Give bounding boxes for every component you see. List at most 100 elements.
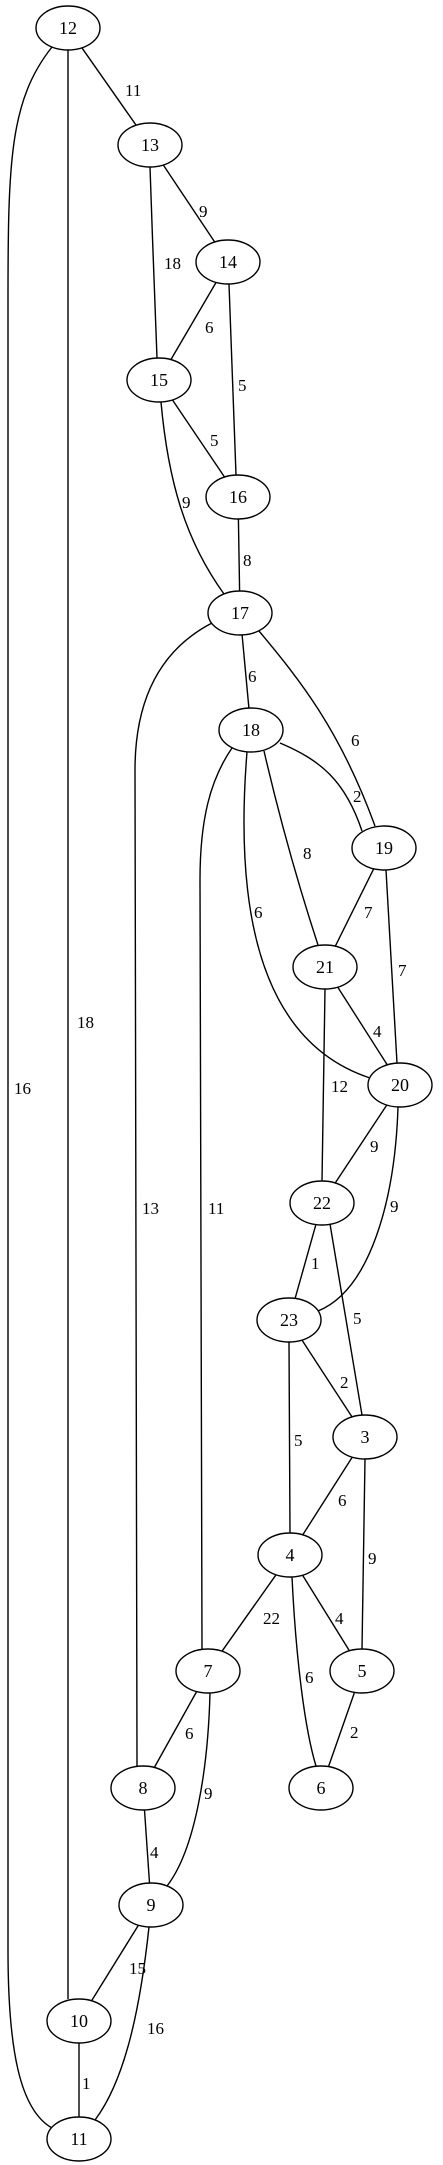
edge-weight-7-9: 9 bbox=[204, 1784, 213, 1803]
edge-19-20 bbox=[385, 869, 398, 1064]
edge-weight-22-3: 5 bbox=[353, 1309, 362, 1328]
node-12-ellipse bbox=[35, 5, 101, 51]
edge-weight-17-19: 6 bbox=[351, 731, 360, 750]
node-6-ellipse bbox=[288, 1765, 354, 1811]
node-16: 16 bbox=[205, 474, 271, 520]
node-15-ellipse bbox=[126, 357, 192, 403]
edge-weight-4-6: 6 bbox=[305, 1668, 314, 1687]
edge-18-20 bbox=[243, 751, 371, 1079]
edge-weight-13-14: 9 bbox=[199, 202, 208, 221]
edge-weight-19-20: 7 bbox=[398, 961, 407, 980]
node-6-label: 6 bbox=[317, 1778, 326, 1798]
node-4: 4 bbox=[257, 1532, 323, 1578]
node-3-label: 3 bbox=[361, 1427, 370, 1447]
node-11: 11 bbox=[46, 2116, 112, 2162]
edge-19-21 bbox=[334, 868, 375, 947]
node-19-label: 19 bbox=[375, 838, 393, 858]
edge-weight-4-5: 4 bbox=[335, 1609, 344, 1628]
node-16-ellipse bbox=[205, 474, 271, 520]
node-18-ellipse bbox=[218, 707, 284, 753]
edge-21-22 bbox=[321, 988, 326, 1182]
edge-weight-5-6: 2 bbox=[350, 1723, 359, 1742]
edge-weight-20-23: 9 bbox=[390, 1197, 399, 1216]
node-15-label: 15 bbox=[150, 370, 168, 390]
node-11-label: 11 bbox=[70, 2129, 87, 2149]
edge-weight-18-20: 6 bbox=[254, 903, 263, 922]
edge-14-16 bbox=[228, 283, 237, 476]
edge-weight-15-16: 5 bbox=[210, 431, 219, 450]
edge-weight-8-9: 4 bbox=[150, 1843, 159, 1862]
node-16-label: 16 bbox=[229, 487, 247, 507]
edge-5-6 bbox=[327, 1692, 356, 1767]
node-9-label: 9 bbox=[147, 1895, 156, 1915]
edge-20-22 bbox=[334, 1104, 388, 1184]
edge-12-11 bbox=[7, 46, 53, 2129]
node-14: 14 bbox=[195, 239, 261, 285]
edge-20-23 bbox=[317, 1106, 399, 1312]
edge-weight-9-10: 15 bbox=[129, 1959, 146, 1978]
node-17: 17 bbox=[207, 590, 273, 636]
node-3-ellipse bbox=[332, 1414, 398, 1460]
edge-17-18 bbox=[241, 634, 250, 709]
node-7: 7 bbox=[175, 1648, 241, 1694]
edge-18-21 bbox=[263, 750, 319, 946]
node-22-ellipse bbox=[289, 1180, 355, 1226]
node-19: 19 bbox=[351, 825, 417, 871]
node-7-label: 7 bbox=[204, 1661, 213, 1681]
edge-weight-12-11: 16 bbox=[14, 1079, 31, 1098]
node-20: 20 bbox=[367, 1062, 433, 1108]
edge-weight-23-4: 5 bbox=[294, 1431, 303, 1450]
edge-weight-4-7: 22 bbox=[263, 1609, 280, 1628]
edge-7-8 bbox=[153, 1691, 198, 1768]
edge-17-19 bbox=[258, 630, 376, 827]
edge-weight-3-5: 9 bbox=[368, 1549, 377, 1568]
edge-weight-16-17: 8 bbox=[243, 551, 252, 570]
node-10-ellipse bbox=[46, 1998, 112, 2044]
edge-weight-21-22: 12 bbox=[331, 1077, 348, 1096]
node-17-label: 17 bbox=[231, 603, 249, 623]
edge-15-16 bbox=[171, 399, 226, 478]
edge-weight-18-7: 11 bbox=[208, 1199, 224, 1218]
edge-weight-12-13: 11 bbox=[125, 81, 141, 100]
edge-3-4 bbox=[302, 1456, 353, 1536]
edge-weight-18-21: 8 bbox=[303, 844, 312, 863]
edge-weight-13-15: 18 bbox=[164, 254, 181, 273]
node-8-ellipse bbox=[110, 1765, 176, 1811]
node-14-ellipse bbox=[195, 239, 261, 285]
edge-weight-10-11: 1 bbox=[82, 2074, 91, 2093]
node-14-label: 14 bbox=[219, 252, 237, 272]
node-13: 13 bbox=[117, 122, 183, 168]
edge-4-5 bbox=[302, 1574, 350, 1652]
edge-7-9 bbox=[166, 1692, 211, 1887]
node-20-ellipse bbox=[367, 1062, 433, 1108]
node-9: 9 bbox=[118, 1882, 184, 1928]
node-17-ellipse bbox=[207, 590, 273, 636]
edge-9-10 bbox=[91, 1924, 139, 2002]
node-23-label: 23 bbox=[280, 1310, 298, 1330]
edge-weight-9-11: 16 bbox=[147, 2019, 164, 2038]
node-12-label: 12 bbox=[59, 18, 77, 38]
node-23-ellipse bbox=[256, 1297, 322, 1343]
edge-3-5 bbox=[361, 1458, 366, 1650]
edge-4-7 bbox=[221, 1574, 277, 1652]
node-5-ellipse bbox=[329, 1648, 395, 1694]
edge-12-13 bbox=[81, 47, 137, 126]
edge-14-15 bbox=[170, 282, 217, 360]
node-21-label: 21 bbox=[316, 957, 334, 977]
edge-15-17 bbox=[160, 401, 225, 595]
edge-weight-14-15: 6 bbox=[205, 318, 214, 337]
node-13-ellipse bbox=[117, 122, 183, 168]
node-20-label: 20 bbox=[391, 1075, 409, 1095]
node-4-ellipse bbox=[257, 1532, 323, 1578]
node-5: 5 bbox=[329, 1648, 395, 1694]
edge-weight-20-22: 9 bbox=[370, 1137, 379, 1156]
edge-23-3 bbox=[301, 1339, 353, 1418]
edge-weight-3-4: 6 bbox=[338, 1491, 347, 1510]
edge-weight-17-18: 6 bbox=[248, 667, 257, 686]
node-21-ellipse bbox=[292, 944, 358, 990]
edge-23-4 bbox=[288, 1341, 291, 1534]
node-23: 23 bbox=[256, 1297, 322, 1343]
node-11-ellipse bbox=[46, 2116, 112, 2162]
